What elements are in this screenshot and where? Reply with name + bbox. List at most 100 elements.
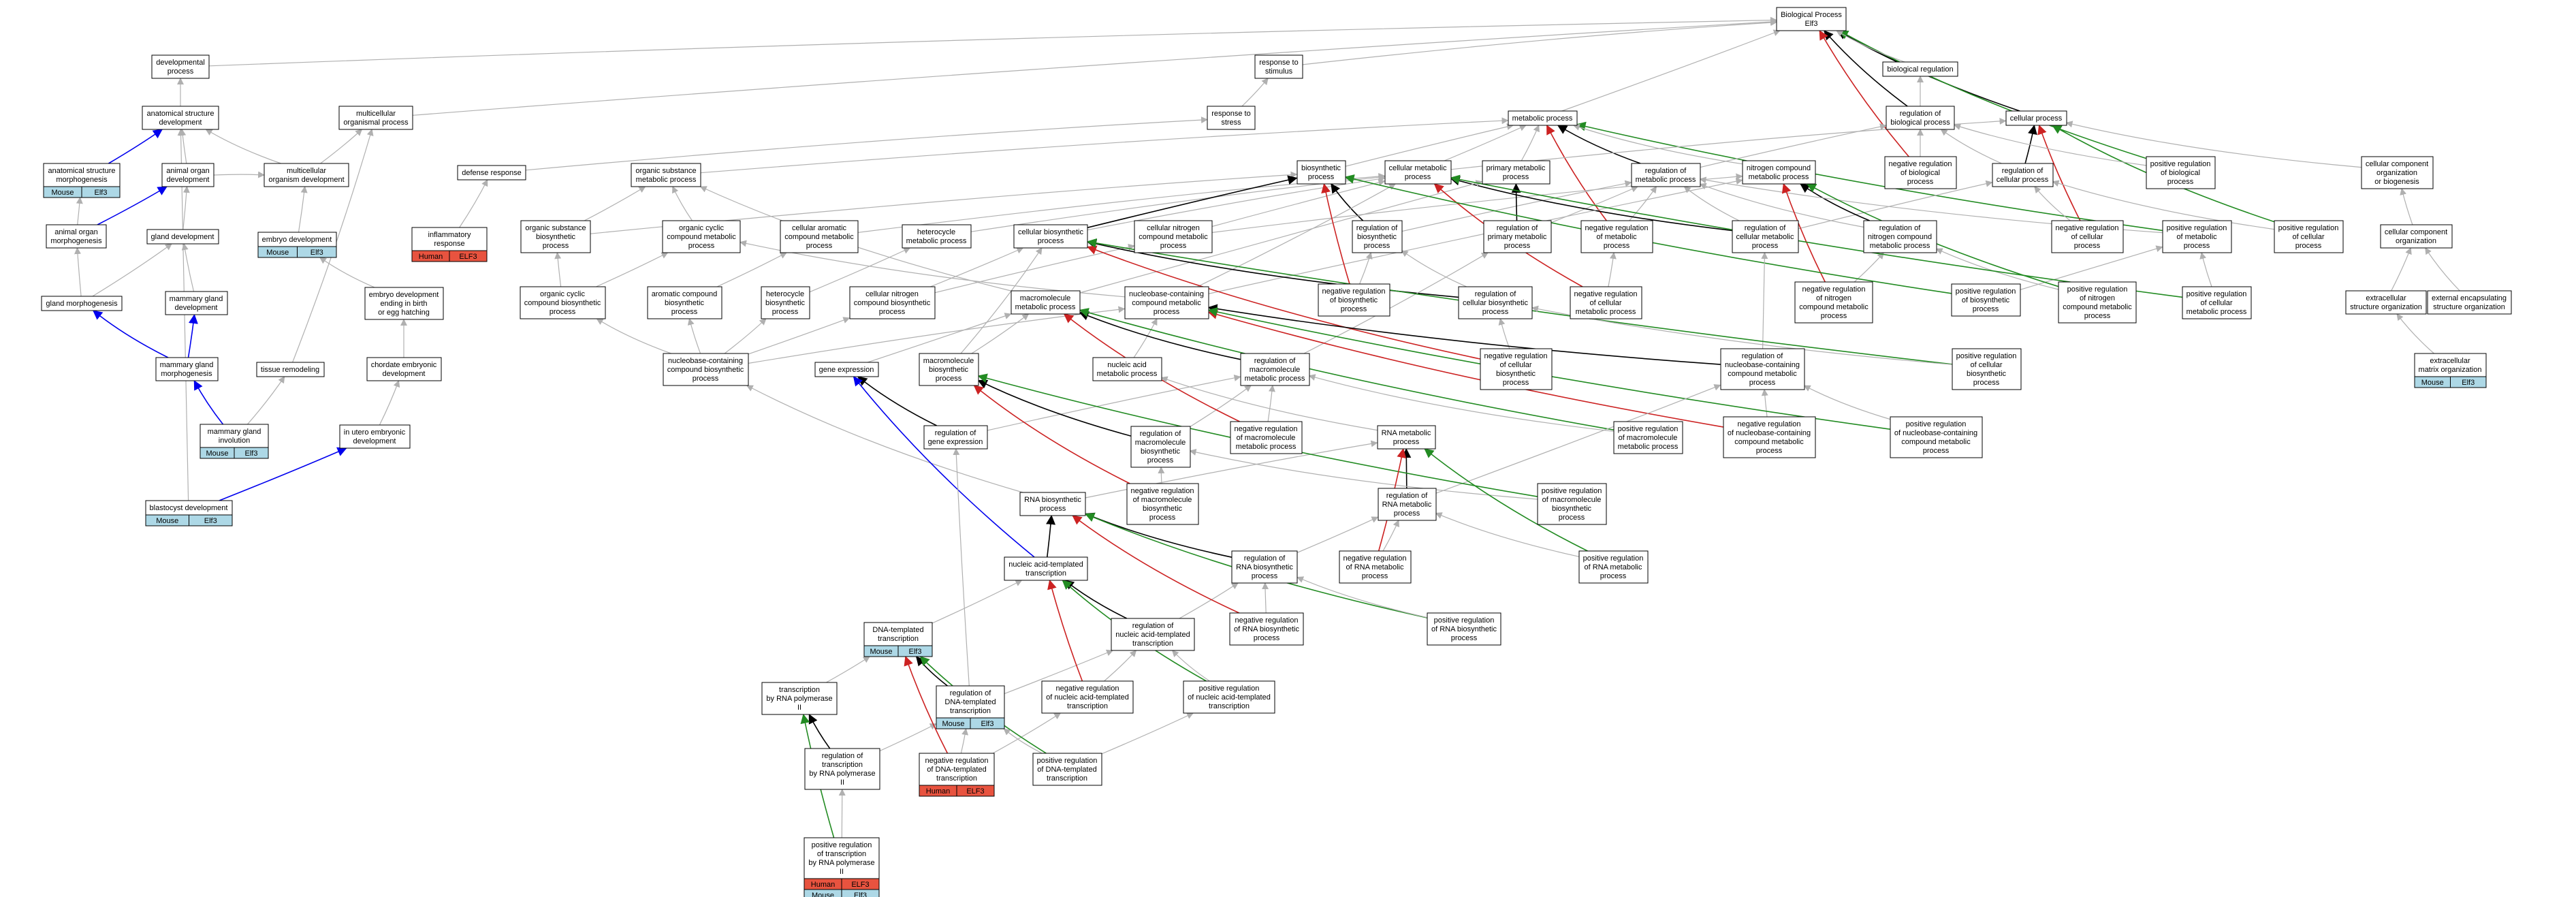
go-node-regmacrobio[interactable]: regulation ofmacromoleculebiosyntheticpr… <box>1130 426 1191 468</box>
go-node-metab[interactable]: metabolic process <box>1508 110 1578 126</box>
go-node-glandmorph[interactable]: gland morphogenesis <box>41 296 123 311</box>
go-node-glanddev[interactable]: gland development <box>146 229 219 245</box>
go-node-geneexp[interactable]: gene expression <box>814 362 879 377</box>
go-node-cellproc[interactable]: cellular process <box>2005 110 2067 126</box>
go-node-biolreg[interactable]: biological regulation <box>1882 61 1958 77</box>
go-node-defresp[interactable]: defense response <box>457 165 526 180</box>
go-node-regdnatx[interactable]: regulation ofDNA-templatedtranscriptionM… <box>936 685 1005 729</box>
go-node-tissue[interactable]: tissue remodeling <box>256 362 325 377</box>
go-node-regnucbase[interactable]: regulation ofnucleobase-containingcompou… <box>1720 348 1805 390</box>
